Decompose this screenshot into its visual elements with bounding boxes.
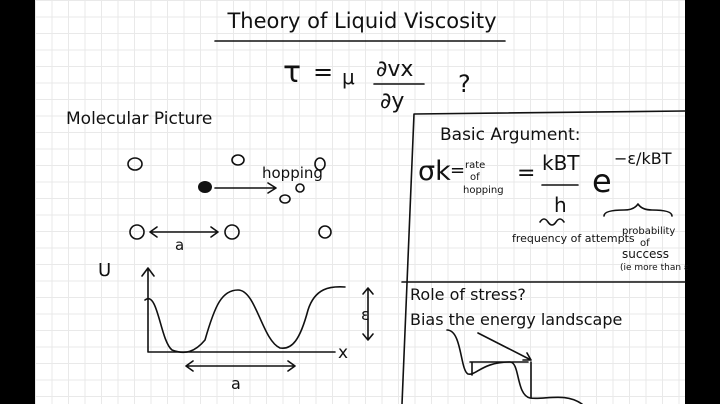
- period-arrow: [185, 360, 296, 372]
- page-title: Theory of Liquid Viscosity: [226, 9, 496, 33]
- prefactor-numerator: kBT: [542, 151, 580, 175]
- hopping-molecule: [198, 181, 212, 193]
- molecule: [231, 154, 245, 166]
- hop-arrow: [214, 182, 277, 194]
- exponent: −ε/kBT: [614, 149, 672, 168]
- eq-equals: =: [313, 58, 333, 86]
- spacing-label: a: [175, 236, 184, 254]
- eq-question: ?: [458, 70, 471, 98]
- period-label: a: [231, 374, 241, 393]
- exp-base: e: [592, 162, 612, 200]
- probability-brace: [603, 203, 673, 217]
- barrier-arrow: [362, 287, 374, 341]
- molecule: [127, 157, 143, 171]
- spacing-arrow: [149, 226, 219, 238]
- rate-note-2: of: [470, 172, 480, 183]
- eq-mu: μ: [342, 65, 355, 89]
- prefactor-denominator: h: [554, 193, 567, 217]
- probability-note-1: probability: [622, 226, 675, 237]
- energy-curve: [144, 285, 346, 354]
- eq-sign-1: =: [450, 160, 465, 181]
- basic-argument-heading: Basic Argument:: [440, 125, 580, 145]
- stress-heading: Role of stress?: [410, 285, 526, 304]
- plot-x-label: x: [338, 343, 348, 363]
- eq-tau: τ: [283, 55, 301, 90]
- probability-note-4: (ie more than ε: [620, 263, 689, 273]
- molecule: [129, 224, 145, 240]
- biased-landscape-curve: [446, 329, 583, 404]
- molecule: [224, 224, 240, 240]
- frequency-brace: [539, 218, 565, 226]
- box-outline: [401, 110, 686, 404]
- eq-denominator: ∂y: [380, 89, 404, 114]
- frequency-note: frequency of attempts: [512, 232, 635, 245]
- probability-note-3: success: [622, 247, 669, 261]
- eq-sign-2: =: [517, 161, 535, 186]
- bias-arrows: [469, 332, 532, 399]
- molecular-picture-heading: Molecular Picture: [66, 109, 212, 129]
- molecule: [318, 225, 332, 239]
- plot-axes: [141, 267, 336, 353]
- probability-note-2: of: [640, 238, 650, 249]
- eq-numerator: ∂vx: [376, 57, 413, 82]
- molecules: [127, 154, 332, 240]
- molecule: [295, 183, 305, 193]
- barrier-label: ε: [361, 305, 370, 324]
- stress-subheading: Bias the energy landscape: [410, 310, 622, 329]
- rate-note-1: rate: [465, 160, 485, 171]
- hopping-label: hopping: [262, 164, 323, 182]
- molecule: [279, 194, 291, 204]
- molecule: [314, 157, 326, 171]
- rate-note-3: hopping: [463, 185, 504, 196]
- plot-y-label: U: [98, 260, 111, 281]
- notes-page: [35, 0, 685, 404]
- rate-symbol: σk: [418, 156, 451, 187]
